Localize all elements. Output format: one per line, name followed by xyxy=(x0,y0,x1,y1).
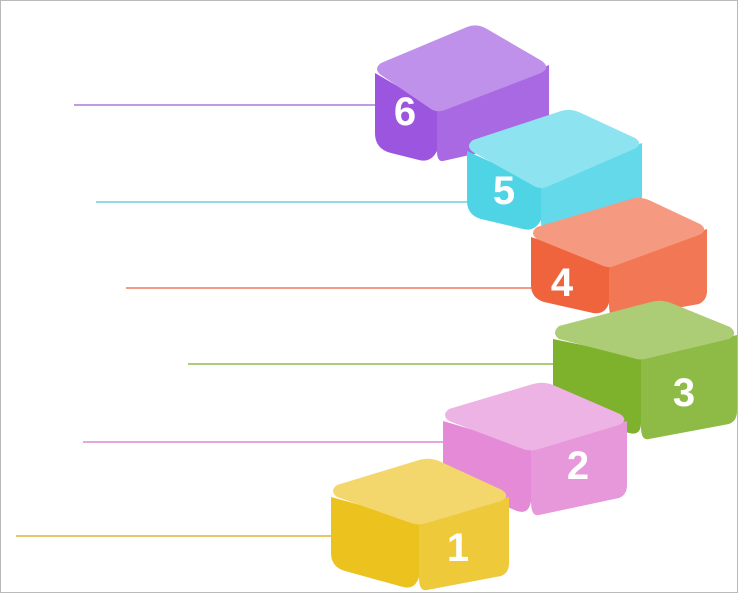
step-block-1: 1 xyxy=(331,458,509,591)
step-block-4: 4 xyxy=(531,197,707,320)
step-number-5: 5 xyxy=(493,169,515,213)
step-number-2: 2 xyxy=(567,444,589,488)
step-number-3: 3 xyxy=(673,371,695,415)
step-number-6: 6 xyxy=(394,90,416,134)
step-number-1: 1 xyxy=(447,526,469,570)
step-block-3: 3 xyxy=(553,300,737,440)
step-number-4: 4 xyxy=(551,261,574,305)
